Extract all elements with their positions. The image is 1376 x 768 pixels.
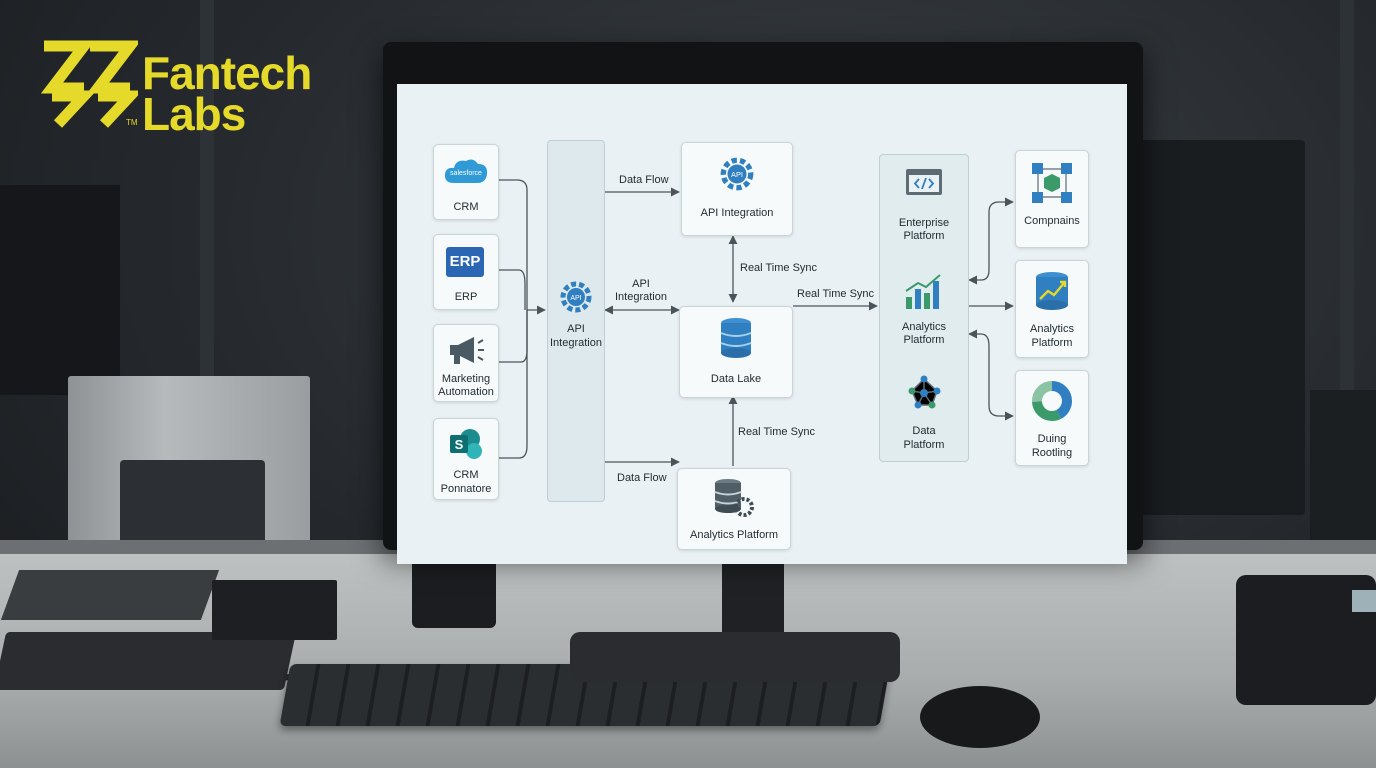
- pen-holder: [212, 580, 337, 640]
- source-label-crm2-2: Ponnatore: [440, 483, 492, 495]
- edge-label-sync-top: Real Time Sync: [740, 262, 818, 274]
- source-label-marketing-2: Automation: [438, 386, 494, 398]
- output-node-duing-rootling: Duing Rootling: [1015, 370, 1089, 466]
- background-monitor-right: [1140, 140, 1305, 515]
- analytics-cylinder-icon: [1036, 272, 1068, 310]
- source-label-crm: CRM: [453, 201, 479, 213]
- monitor-stand-neck: [722, 548, 784, 648]
- monitor-stand-base: [570, 632, 900, 682]
- analytics-platform-bottom-label: Analytics Platform: [689, 529, 779, 541]
- code-window-icon: [906, 169, 942, 195]
- mouse: [920, 686, 1040, 748]
- source-node-marketing: Marketing Automation: [433, 324, 499, 402]
- output-duing-label-1: Duing: [1037, 433, 1067, 445]
- edge-label-sync-right: Real Time Sync: [797, 288, 875, 300]
- monitor-screen: salesforce CRM ERP ERP Marketing Automat…: [397, 84, 1127, 564]
- document-tray: [0, 570, 220, 620]
- api-integration-label: API Integration: [700, 207, 774, 219]
- edge-platform-output1: [968, 197, 1014, 285]
- api-gear-icon: API: [720, 157, 754, 191]
- database-gear-icon: [714, 479, 754, 517]
- edge-crm2-hub: [497, 310, 528, 459]
- donut-chart-icon: [1032, 381, 1072, 421]
- source-label-crm2-1: CRM: [453, 469, 479, 481]
- edge-crm-hub: [497, 179, 546, 315]
- edge-label-data-flow-top: Data Flow: [619, 174, 669, 186]
- integration-hub-column: API API Integration: [547, 140, 605, 502]
- logo-line-1: Fantech: [142, 47, 312, 99]
- svg-text:salesforce: salesforce: [450, 170, 482, 177]
- output-node-compnains: Compnains: [1015, 150, 1089, 248]
- platform-data-label-1: Data: [912, 425, 936, 437]
- platform-analytics-label-1: Analytics: [901, 321, 947, 333]
- output-analytics-label-2: Platform: [1031, 337, 1073, 349]
- data-lake-label: Data Lake: [710, 373, 762, 385]
- background-monitor-left: [0, 185, 120, 395]
- source-node-crm-ponnatore: S CRM Ponnatore: [433, 418, 499, 500]
- svg-text:S: S: [455, 437, 464, 452]
- sharepoint-icon: S: [450, 429, 482, 459]
- analytics-platform-node-bottom: Analytics Platform: [677, 468, 791, 550]
- source-node-erp: ERP ERP: [433, 234, 499, 310]
- hub-label-1: API: [567, 323, 585, 335]
- edge-label-api-1: API: [632, 278, 650, 290]
- svg-text:API: API: [731, 170, 743, 179]
- erp-icon: ERP: [446, 247, 484, 277]
- svg-text:API: API: [570, 295, 581, 302]
- api-integration-node: API API Integration: [681, 142, 793, 236]
- edge-platform-output3: [968, 329, 1014, 421]
- megaphone-icon: [450, 337, 484, 364]
- hub-label-2: Integration: [550, 337, 602, 349]
- platform-enterprise-label-2: Platform: [903, 230, 945, 242]
- edge-label-sync-bottom: Real Time Sync: [738, 426, 816, 438]
- window-frame-left: [200, 0, 214, 400]
- output-duing-label-2: Rootling: [1031, 447, 1073, 459]
- source-label-marketing-1: Marketing: [441, 373, 491, 385]
- diagram-connectors: [497, 179, 1014, 467]
- edge-label-data-flow-bottom: Data Flow: [617, 472, 667, 484]
- output-analytics-label-1: Analytics: [1029, 323, 1075, 335]
- logo-mark-icon: [40, 40, 138, 128]
- data-lake-node: Data Lake: [679, 306, 793, 398]
- source-node-crm: salesforce CRM: [433, 144, 499, 220]
- output-node-analytics: Analytics Platform: [1015, 260, 1089, 358]
- platform-column: Enterprise Platform Analytics Platform: [879, 154, 969, 462]
- platform-data-label-2: Platform: [903, 439, 945, 451]
- platform-analytics-label-2: Platform: [903, 334, 945, 346]
- edge-marketing-hub: [497, 310, 528, 363]
- logo-line-2: Labs: [142, 88, 246, 140]
- monitor: salesforce CRM ERP ERP Marketing Automat…: [383, 42, 1143, 564]
- api-gear-icon: API: [560, 281, 592, 313]
- database-icon: [720, 318, 752, 358]
- bar-chart-icon: [905, 274, 941, 309]
- cube-nodes-icon: [1032, 163, 1072, 203]
- edge-erp-hub: [497, 269, 526, 310]
- network-icon: [908, 375, 941, 409]
- output-compnains-label: Compnains: [1024, 215, 1080, 227]
- salesforce-logo: salesforce: [444, 159, 488, 183]
- edge-label-api-2: Integration: [615, 291, 667, 303]
- phone-display: [1352, 590, 1376, 612]
- platform-enterprise-label-1: Enterprise: [898, 217, 950, 229]
- logo: TM Fantech Labs: [38, 38, 328, 140]
- logo-trademark: TM: [126, 118, 138, 127]
- source-label-erp: ERP: [454, 291, 478, 303]
